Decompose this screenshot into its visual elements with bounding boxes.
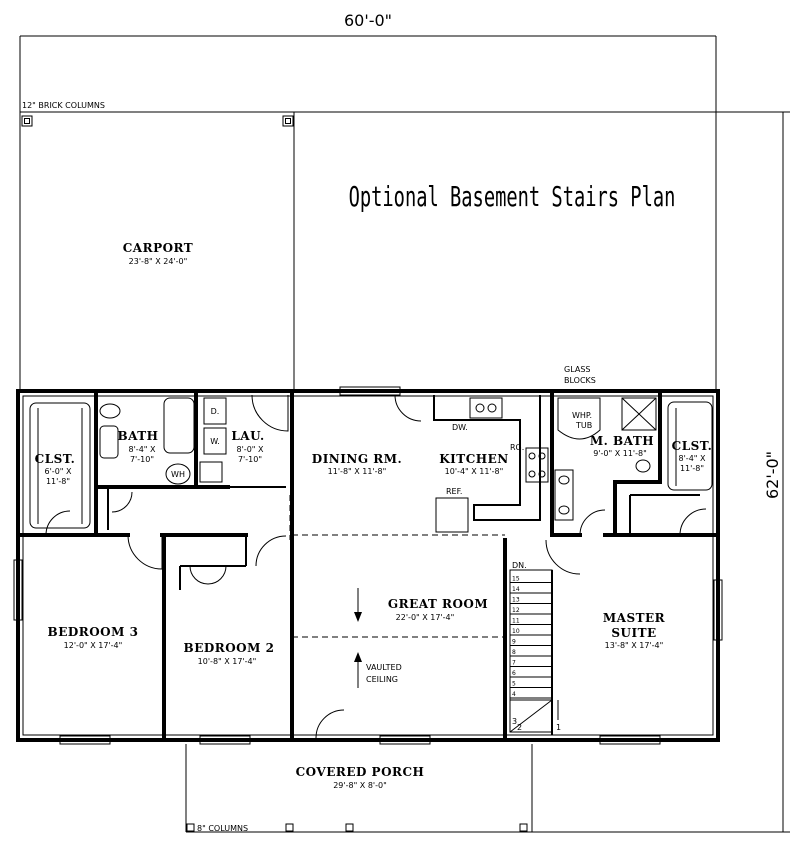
stair-step-number: 10 xyxy=(512,628,520,635)
vaulted-note-2: CEILING xyxy=(366,675,398,684)
kitchen-size: 10'-4" X 11'-8" xyxy=(445,467,504,476)
carport-label: CARPORT xyxy=(123,241,194,255)
left-closet-rod xyxy=(29,402,91,529)
great-room-size: 22'-0" X 17'-4" xyxy=(396,613,455,622)
stair-step-number: 13 xyxy=(512,597,520,604)
bedroom2-label: BEDROOM 2 xyxy=(184,641,275,655)
bath-fixtures: WH xyxy=(99,397,195,485)
carport-outline xyxy=(19,111,716,392)
landing-1: 1 xyxy=(556,723,561,732)
stair-step-number: 11 xyxy=(512,618,520,625)
brick-columns-note: 12" BRICK COLUMNS xyxy=(22,101,105,110)
interior-walls xyxy=(18,391,720,742)
stair-step-number: 6 xyxy=(512,670,516,677)
clst-left-label: CLST. xyxy=(35,452,76,466)
carport-size: 23'-8" X 24'-0" xyxy=(129,257,188,266)
water-heater-label: WH xyxy=(171,470,185,479)
windows xyxy=(13,386,723,745)
master-bath-fixtures xyxy=(554,397,657,521)
m-bath-size: 9'-0" X 11'-8" xyxy=(593,449,647,458)
stair-step-number: 15 xyxy=(512,576,520,583)
dining-size: 11'-8" X 11'-8" xyxy=(328,467,387,476)
porch-size: 29'-8" X 8'-0" xyxy=(333,781,387,790)
washer-label: W. xyxy=(210,437,220,446)
great-room-label: GREAT ROOM xyxy=(388,597,488,611)
landing-2: 2 xyxy=(517,723,522,732)
width-dimension: 60'-0" xyxy=(344,11,392,30)
dishwasher-label: DW. xyxy=(452,423,468,432)
stair-step-number: 4 xyxy=(512,691,516,698)
refrigerator-label: REF. xyxy=(446,487,462,496)
bedroom3-label: BEDROOM 3 xyxy=(48,625,139,639)
glass-blocks-note-1: GLASS xyxy=(564,365,590,374)
kitchen-counters xyxy=(433,395,549,533)
columns-note: 8" COLUMNS xyxy=(197,824,248,833)
clst-left-size-2: 11'-8" xyxy=(46,477,70,486)
glass-blocks-note-2: BLOCKS xyxy=(564,376,596,385)
house-exterior-wall xyxy=(16,389,720,742)
covered-porch-outline xyxy=(185,744,533,833)
kitchen-label: KITCHEN xyxy=(439,452,508,466)
laundry-fixtures xyxy=(199,397,227,483)
tub-label: TUB xyxy=(575,421,592,430)
doors xyxy=(45,394,707,739)
stair-step-number: 9 xyxy=(512,639,516,646)
dryer-label: D. xyxy=(211,407,220,416)
clst-right-size-2: 11'-8" xyxy=(680,464,704,473)
brick-column-left xyxy=(21,115,33,127)
range-label: RG. xyxy=(510,443,524,452)
dashed-room-boundaries xyxy=(289,495,505,638)
stair-step-number: 7 xyxy=(512,660,516,667)
master-size: 13'-8" X 17'-4" xyxy=(605,641,664,650)
depth-dimension: 62'-0" xyxy=(763,451,782,499)
stair-step-number: 8 xyxy=(512,649,516,656)
brick-column-right xyxy=(282,115,294,127)
clst-right-label: CLST. xyxy=(672,439,713,453)
stair-down-label: DN. xyxy=(512,561,527,570)
vaulted-note-1: VAULTED xyxy=(366,663,402,672)
basement-stairs: 15 14 13 12 11 10 9 8 7 6 5 4 xyxy=(509,569,553,733)
dimension-lines xyxy=(19,35,790,833)
right-closet xyxy=(667,401,713,491)
bath-size-1: 8'-4" X xyxy=(129,445,156,454)
stair-step-number: 12 xyxy=(512,607,520,614)
suite-label: SUITE xyxy=(611,626,656,640)
master-label: MASTER xyxy=(603,611,666,625)
bedroom3-size: 12'-0" X 17'-4" xyxy=(64,641,123,650)
stair-step-number: 5 xyxy=(512,681,516,688)
clst-left-size-1: 6'-0" X xyxy=(45,467,72,476)
porch-label: COVERED PORCH xyxy=(296,765,425,779)
landing-3: 3 xyxy=(512,717,517,726)
bedroom2-size: 10'-8" X 17'-4" xyxy=(198,657,257,666)
bath-size-2: 7'-10" xyxy=(130,455,154,464)
stair-step-number: 14 xyxy=(512,586,520,593)
dining-label: DINING RM. xyxy=(312,452,402,466)
whirlpool-label: WHP. xyxy=(572,411,592,420)
m-bath-label: M. BATH xyxy=(590,434,654,448)
lau-size-2: 7'-10" xyxy=(238,455,262,464)
optional-stairs-title: Optional Basement Stairs Plan xyxy=(349,180,676,213)
lau-size-1: 8'-0" X xyxy=(237,445,264,454)
bath-label: BATH xyxy=(117,429,158,443)
lau-label: LAU. xyxy=(231,429,264,443)
vaulted-arrows xyxy=(354,588,362,688)
clst-right-size-1: 8'-4" X xyxy=(679,454,706,463)
